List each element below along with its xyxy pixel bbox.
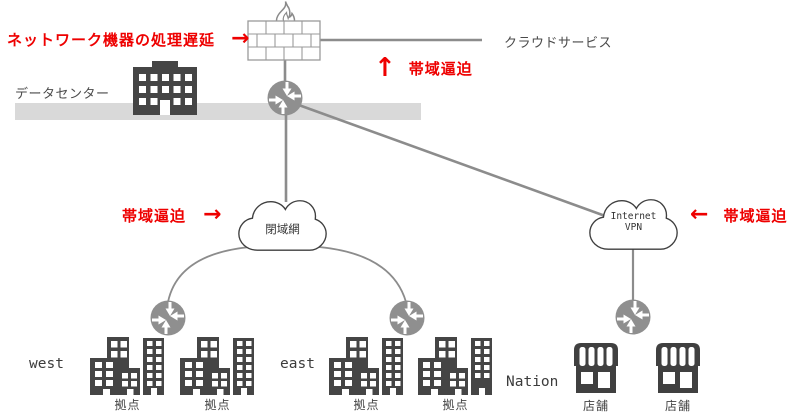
firewall-icon	[247, 1, 321, 61]
region-east-label: east	[280, 356, 315, 372]
internet-vpn-label: Internet VPN	[585, 211, 682, 233]
east-site1-buildings-icon	[329, 337, 403, 395]
nationwide-router-icon	[615, 299, 651, 335]
east-site2-buildings-icon	[418, 337, 492, 395]
store2-icon	[656, 343, 700, 393]
nationwide-line1: Nation	[506, 374, 559, 390]
datacenter-router-icon	[267, 80, 303, 116]
bandwidth-right-label: 帯域逼迫	[723, 206, 788, 225]
site-label-4: 拠点	[442, 398, 469, 412]
east-router-icon	[389, 300, 425, 336]
west-site2-buildings-icon	[180, 337, 254, 395]
closed-network-label: 閉域網	[265, 222, 300, 236]
cloud-shape	[238, 200, 327, 251]
bandwidth-top-label: 帯域逼迫	[408, 59, 473, 78]
annotation-bandwidth-top: ↑ 帯域逼迫	[374, 55, 473, 81]
region-nationwide-label: Nation wide	[506, 340, 558, 417]
store1-icon	[574, 343, 618, 393]
curve-closednet-east-router	[318, 246, 407, 303]
site-label-3: 拠点	[353, 398, 380, 412]
bandwidth-left-label: 帯域逼迫	[122, 206, 187, 225]
site-label-2: 拠点	[204, 398, 231, 412]
brick-wall	[247, 20, 321, 61]
processing-delay-label: ネットワーク機器の処理遅延	[7, 30, 216, 49]
annotation-bandwidth-left: 帯域逼迫 →	[122, 204, 221, 226]
region-west-label: west	[29, 356, 64, 372]
annotation-processing-delay: ネットワーク機器の処理遅延 →	[7, 28, 249, 50]
up-arrow-icon: ↑	[374, 53, 396, 83]
internet-vpn-cloud: Internet VPN	[585, 194, 682, 254]
curve-closednet-west-router	[167, 246, 251, 303]
cloud-service-label: クラウドサービス	[504, 36, 613, 51]
internet-vpn-line2: VPN	[624, 222, 643, 233]
right-arrow-icon: →	[231, 26, 250, 51]
datacenter-lan-bar	[15, 103, 421, 120]
west-site1-buildings-icon	[90, 337, 164, 395]
closed-network-cloud: 閉域網	[234, 195, 331, 255]
annotation-bandwidth-right: ← 帯域逼迫	[690, 204, 787, 226]
west-router-icon	[150, 300, 186, 336]
left-arrow-icon: ←	[690, 202, 709, 227]
store-label-2: 店舗	[664, 399, 691, 413]
site-label-1: 拠点	[114, 398, 141, 412]
datacenter-label: データセンター	[15, 87, 110, 102]
internet-vpn-line1: Internet	[610, 211, 657, 222]
store-label-1: 店舗	[582, 399, 609, 413]
cloud-shape	[589, 199, 678, 250]
datacenter-building-icon	[133, 61, 197, 115]
right-arrow-icon: →	[203, 202, 222, 227]
line-router-internetvpn	[295, 102, 609, 219]
